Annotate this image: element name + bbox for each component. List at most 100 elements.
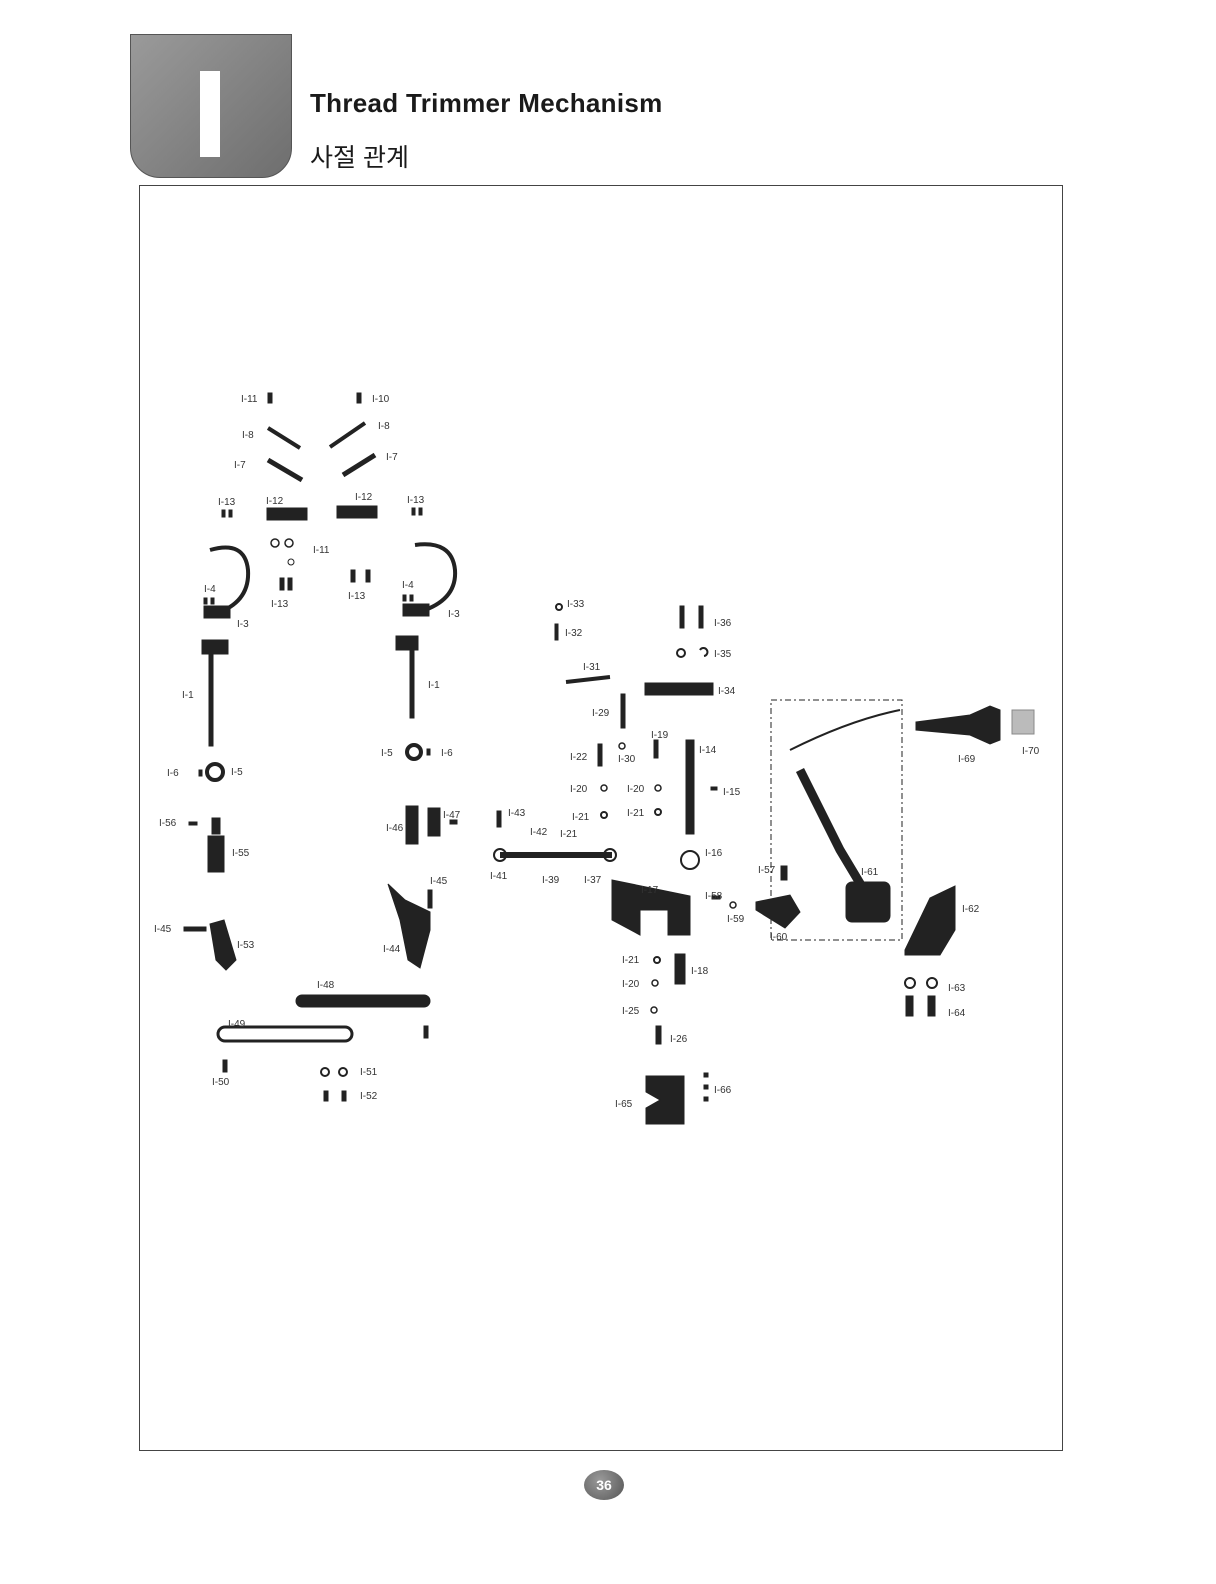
- part-label: I-42: [530, 827, 548, 838]
- bushing-part: [405, 805, 419, 845]
- knife-holder-part: [336, 505, 378, 519]
- part-label: I-53: [237, 940, 255, 951]
- screw-part: [287, 577, 293, 591]
- washer-part: [338, 1067, 348, 1077]
- part-label: I-13: [348, 591, 366, 602]
- part-label: I-50: [212, 1077, 230, 1088]
- retaining-ring-part: [651, 979, 659, 987]
- knife-base-part: [203, 605, 231, 619]
- screw-part: [905, 995, 914, 1017]
- screw-part: [698, 605, 704, 629]
- part-label: I-3: [448, 609, 460, 620]
- bushing-part: [211, 817, 221, 835]
- part-label: I-55: [232, 848, 250, 859]
- part-label: I-21: [572, 812, 590, 823]
- washer-part: [654, 808, 662, 816]
- part-label: I-65: [615, 1099, 633, 1110]
- screw-part: [418, 507, 423, 516]
- part-label: I-57: [758, 865, 776, 876]
- washer-part: [284, 538, 294, 548]
- compression-spring-part: [674, 953, 686, 985]
- part-label: I-10: [372, 394, 390, 405]
- pin-part: [554, 623, 559, 641]
- part-label: I-12: [355, 492, 373, 503]
- screw-part: [411, 507, 416, 516]
- screw-part: [221, 509, 226, 518]
- part-label: I-6: [167, 768, 179, 779]
- knife-retaining-block-part: [645, 1075, 685, 1125]
- part-label: I-21: [560, 829, 578, 840]
- part-label: I-22: [570, 752, 588, 763]
- washer-part: [287, 558, 295, 566]
- part-label: I-13: [218, 497, 236, 508]
- screw-part: [780, 865, 788, 881]
- washer-part: [926, 977, 938, 989]
- page-title: Thread Trimmer Mechanism: [310, 88, 663, 118]
- part-label: I-45: [154, 924, 172, 935]
- part-label: I-31: [583, 662, 601, 673]
- part-label: I-70: [1022, 746, 1040, 757]
- part-label: I-59: [727, 914, 745, 925]
- part-label: I-33: [567, 599, 585, 610]
- part-label: I-21: [627, 808, 645, 819]
- part-label: I-49: [228, 1019, 246, 1030]
- screw-part: [323, 1090, 329, 1102]
- screw-part: [496, 810, 502, 828]
- part-label: I-35: [714, 649, 732, 660]
- diagram-frame: [139, 185, 1063, 1451]
- nut-part: [703, 1084, 709, 1090]
- part-label: I-41: [490, 871, 508, 882]
- part-label: I-20: [622, 979, 640, 990]
- part-label: I-20: [570, 784, 588, 795]
- connector-cap-part: [1011, 709, 1035, 735]
- crank-lever-part: [209, 919, 237, 971]
- part-label: I-4: [204, 584, 216, 595]
- retaining-ring-part: [600, 784, 608, 792]
- bushing-part: [427, 807, 441, 837]
- part-label: I-19: [651, 730, 669, 741]
- part-label: I-45: [430, 876, 448, 887]
- set-screw-part: [426, 748, 431, 756]
- screw-part: [210, 597, 215, 605]
- connecting-link-part: [295, 994, 431, 1008]
- stud-part: [222, 1059, 228, 1073]
- screw-part: [356, 392, 362, 404]
- part-label: I-37: [584, 875, 602, 886]
- cable-harness-part: [795, 767, 874, 903]
- part-label: I-13: [407, 495, 425, 506]
- part-label: I-20: [627, 784, 645, 795]
- part-label: I-48: [317, 980, 335, 991]
- washer-part: [320, 1067, 330, 1077]
- part-label: I-15: [723, 787, 741, 798]
- part-label: I-69: [958, 754, 976, 765]
- thread-guide-part: [266, 426, 302, 450]
- part-label: I-7: [234, 460, 246, 471]
- screw-part: [350, 569, 356, 583]
- screw-part: [679, 605, 685, 629]
- part-label: I-51: [360, 1067, 378, 1078]
- collar-part: [205, 762, 225, 782]
- part-label: I-8: [242, 430, 254, 441]
- crank-lever-part: [387, 883, 431, 969]
- shaft-part: [208, 651, 214, 747]
- shaft-part: [409, 647, 415, 719]
- collar-part: [405, 743, 423, 761]
- knife-base-part: [402, 603, 430, 617]
- part-label: I-5: [381, 748, 393, 759]
- set-screw-part: [198, 769, 203, 777]
- thread-guide-arm-part: [341, 452, 377, 478]
- washer-part: [555, 603, 563, 611]
- moving-knife-part: [414, 542, 458, 612]
- part-label: I-46: [386, 823, 404, 834]
- section-letter: I: [200, 71, 220, 157]
- rod-end-part: [493, 848, 507, 862]
- part-label: I-3: [237, 619, 249, 630]
- part-label: I-11: [241, 394, 258, 405]
- screw-part: [409, 594, 414, 602]
- screw-part: [279, 577, 285, 591]
- screw-part: [597, 743, 603, 767]
- part-label: I-39: [542, 875, 560, 886]
- part-label: I-66: [714, 1085, 732, 1096]
- part-label: I-29: [592, 708, 610, 719]
- screw-part: [228, 509, 233, 518]
